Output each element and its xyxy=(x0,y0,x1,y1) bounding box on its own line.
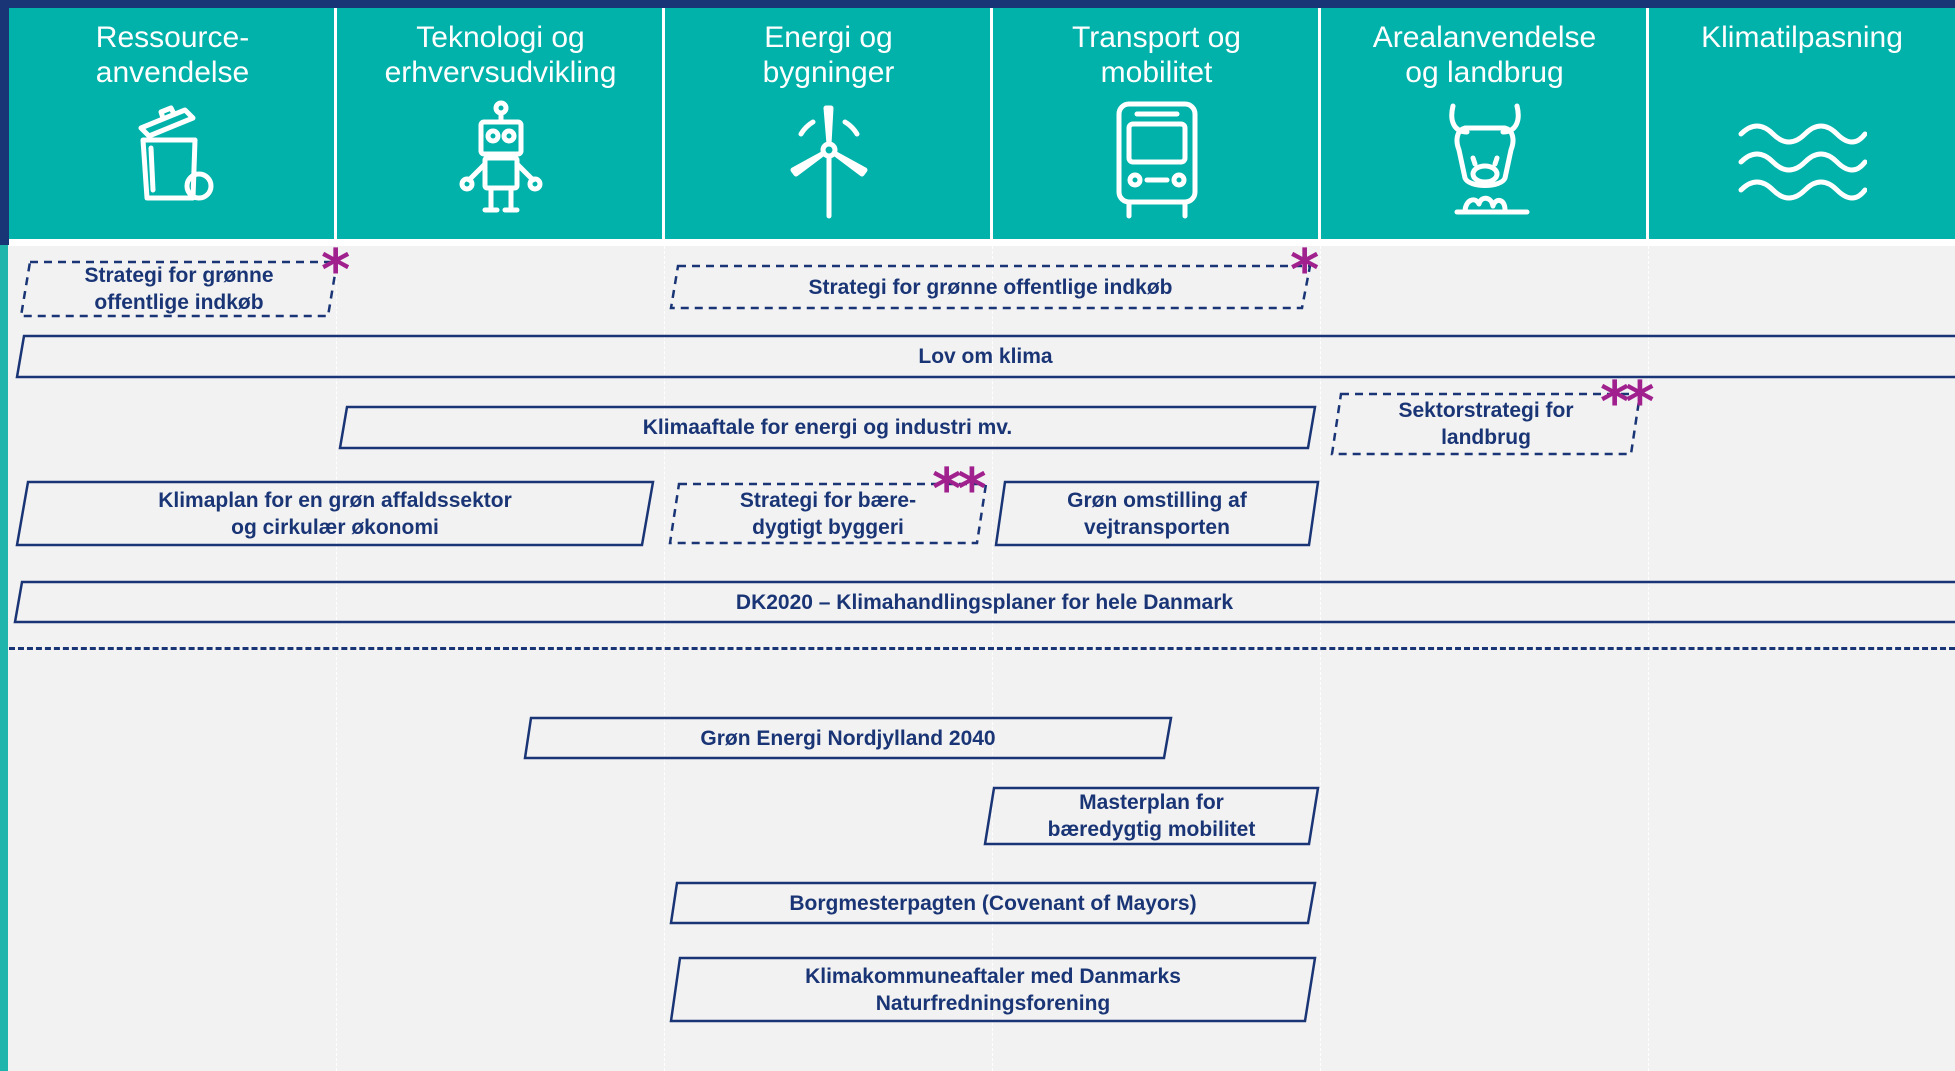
initiative-label: Lov om klima xyxy=(918,345,1053,368)
initiative-sektorstrategi-landbrug: Sektorstrategi for landbrug xyxy=(1330,392,1642,456)
initiative-label: Masterplan for xyxy=(1079,791,1224,814)
initiative-label: Klimakommuneaftaler med Danmarks xyxy=(805,964,1181,988)
column-title-line1: Klimatilpasning xyxy=(1701,21,1903,54)
initiative-label: Strategi for bære- xyxy=(739,488,917,512)
column-separator xyxy=(334,8,337,239)
initiative-label: Sektorstrategi for xyxy=(1398,399,1574,422)
double-asterisk-marker: ** xyxy=(932,457,987,522)
column-header-teknologi: Teknologi og erhvervsudvikling xyxy=(337,8,664,239)
initiative-strategi-groenne-indkoeb-1: Strategi for grønne offentlige indkøb xyxy=(19,260,339,318)
column-gridline xyxy=(336,246,337,1071)
section-divider xyxy=(9,647,1955,650)
initiative-masterplan-mobilitet: Masterplan for bæredygtig mobilitet xyxy=(983,786,1320,846)
waves-icon xyxy=(1738,123,1867,201)
column-header-klima: Klimatilpasning xyxy=(1649,8,1955,239)
column-gridline xyxy=(1320,246,1321,1071)
column-title-line2: bygninger xyxy=(762,56,895,89)
column-gridline xyxy=(664,246,665,1071)
column-title-line1: Energi og xyxy=(764,21,893,54)
initiative-label: Grøn Energi Nordjylland 2040 xyxy=(700,726,996,750)
left-accent-border xyxy=(0,245,8,1071)
column-title-line2: erhvervsudvikling xyxy=(384,56,617,89)
cow-icon xyxy=(1448,103,1529,215)
initiative-label: dygtigt byggeri xyxy=(752,515,904,539)
initiative-label: landbrug xyxy=(1441,426,1531,449)
robot-icon xyxy=(459,100,542,213)
column-title-line1: Teknologi og xyxy=(416,21,585,54)
initiative-lov-om-klima: Lov om klima xyxy=(15,334,1955,379)
column-title-line2: anvendelse xyxy=(95,56,250,89)
initiative-dk2020: DK2020 – Klimahandlingsplaner for hele D… xyxy=(13,580,1955,624)
initiative-label: DK2020 – Klimahandlingsplaner for hele D… xyxy=(735,590,1234,614)
column-title-line2: og landbrug xyxy=(1405,56,1564,89)
initiative-strategi-groenne-indkoeb-2: Strategi for grønne offentlige indkøb xyxy=(669,264,1312,310)
double-asterisk-marker: ** xyxy=(1600,370,1655,435)
column-separator xyxy=(1646,8,1649,239)
initiative-label: offentlige indkøb xyxy=(94,291,264,314)
asterisk-marker: * xyxy=(321,238,351,303)
column-title-line1: Arealanvendelse xyxy=(1372,21,1597,54)
initiative-label: bæredygtig mobilitet xyxy=(1047,818,1256,841)
column-separator xyxy=(990,8,993,239)
initiative-label: Borgmesterpagten (Covenant of Mayors) xyxy=(789,891,1197,915)
initiative-groen-energi-nordjylland: Grøn Energi Nordjylland 2040 xyxy=(523,716,1173,760)
column-header-ressource: Ressource- anvendelse xyxy=(9,8,336,239)
initiative-label: Strategi for grønne offentlige indkøb xyxy=(808,275,1173,299)
header-divider xyxy=(9,239,1955,246)
initiative-groen-omstilling-vejtransport: Grøn omstilling af vejtransporten xyxy=(994,480,1320,547)
column-title-line1: Ressource- xyxy=(95,21,250,54)
column-title-line1: Transport og xyxy=(1072,21,1241,54)
initiative-label: Klimaaftale for energi og industri mv. xyxy=(642,416,1013,439)
left-border xyxy=(0,0,9,245)
initiative-strategi-baeredygtigt-byggeri: Strategi for bære-dygtigt byggeri xyxy=(668,482,988,545)
wind-turbine-icon xyxy=(790,105,867,219)
column-header-areal: Arealanvendelse og landbrug xyxy=(1321,8,1648,239)
initiative-label: Naturfredningsforening xyxy=(875,991,1111,1015)
column-title-line2: mobilitet xyxy=(1100,56,1213,89)
initiative-label: Strategi for grønne xyxy=(84,264,274,287)
column-header-energi: Energi og bygninger xyxy=(665,8,992,239)
top-border xyxy=(0,0,1955,8)
column-gridline xyxy=(1648,246,1649,1071)
initiative-label: vejtransporten xyxy=(1084,515,1230,539)
column-separator xyxy=(1318,8,1321,239)
bus-icon xyxy=(1116,101,1197,219)
column-gridline xyxy=(992,246,993,1071)
initiative-label: Grøn omstilling af xyxy=(1067,488,1247,512)
column-separator xyxy=(662,8,665,239)
column-header-transport: Transport og mobilitet xyxy=(993,8,1320,239)
initiative-label: og cirkulær økonomi xyxy=(231,515,439,539)
initiative-borgmesterpagten: Borgmesterpagten (Covenant of Mayors) xyxy=(669,881,1317,925)
initiative-klimaaftale: Klimaaftale for energi og industri mv. xyxy=(338,405,1317,450)
trash-bin-icon xyxy=(138,105,213,201)
initiative-klimaplan-affaldssektor: Klimaplan for en grøn affaldssektor og ci… xyxy=(15,480,655,547)
asterisk-marker: * xyxy=(1290,238,1320,303)
initiative-label: Klimaplan for en grøn affaldssektor xyxy=(158,488,512,512)
header-band xyxy=(9,8,1955,239)
